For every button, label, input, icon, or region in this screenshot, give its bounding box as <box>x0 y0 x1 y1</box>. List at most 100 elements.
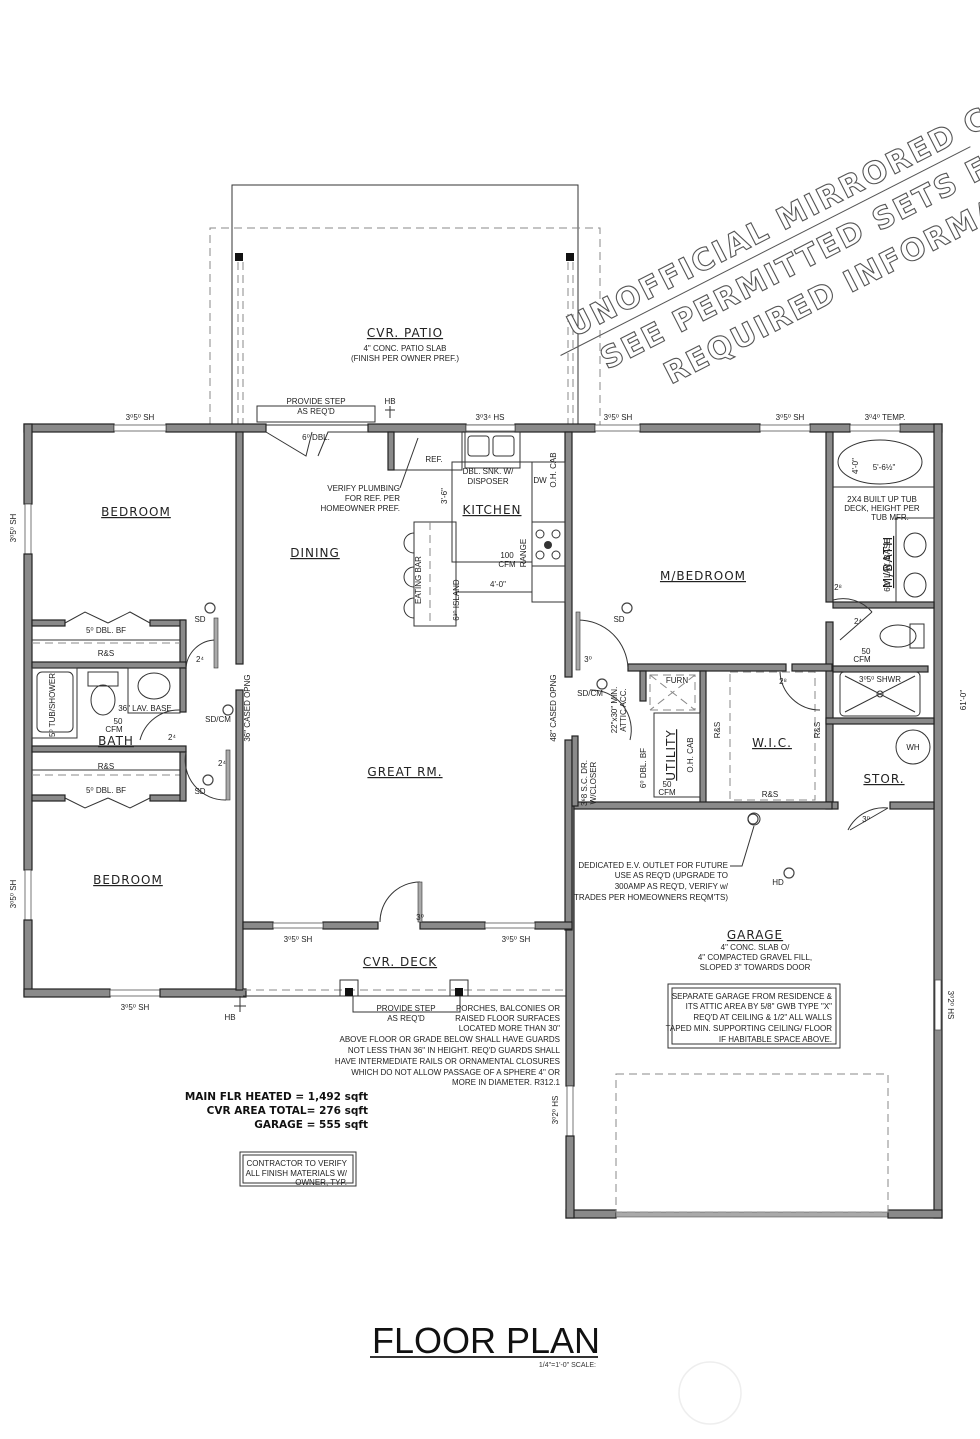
labels: BEDROOM BEDROOM DINING KITCHEN M/BEDROOM… <box>9 413 968 1187</box>
svg-text:OWNER, TYP.: OWNER, TYP. <box>295 1178 347 1187</box>
svg-text:FURN: FURN <box>666 676 688 685</box>
svg-text:50: 50 <box>862 647 871 656</box>
svg-text:R&S: R&S <box>813 722 822 738</box>
svg-text:5'-6½": 5'-6½" <box>873 463 896 472</box>
svg-text:R&S: R&S <box>713 722 722 738</box>
svg-text:(FINISH PER OWNER PREF.): (FINISH PER OWNER PREF.) <box>351 354 459 363</box>
covered-patio: CVR. PATIO 4" CONC. PATIO SLAB (FINISH P… <box>209 184 601 426</box>
svg-text:300AMP AS REQ'D, VERIFY w/: 300AMP AS REQ'D, VERIFY w/ <box>615 882 729 891</box>
svg-text:6³⁰ ISLAND: 6³⁰ ISLAND <box>452 579 461 621</box>
svg-text:ABOVE FLOOR OR GRADE BELOW SHA: ABOVE FLOOR OR GRADE BELOW SHALL HAVE GU… <box>340 1035 561 1044</box>
svg-text:5⁰ DBL. BF: 5⁰ DBL. BF <box>86 626 126 635</box>
svg-text:CFM: CFM <box>105 725 123 734</box>
svg-text:WH: WH <box>906 743 920 752</box>
watermark: UNOFFICIAL MIRRORED COPY SEE PERMITTED S… <box>560 66 980 392</box>
svg-text:2⁴: 2⁴ <box>854 617 862 626</box>
room-label-bedroom-1: BEDROOM <box>101 505 171 519</box>
room-label-stor: STOR. <box>863 772 904 786</box>
svg-text:R&S: R&S <box>762 790 778 799</box>
room-label-kitchen: KITCHEN <box>463 503 522 517</box>
svg-text:R&S: R&S <box>98 649 114 658</box>
room-label-wic: W.I.C. <box>752 736 792 750</box>
svg-text:4" CONC. PATIO SLAB: 4" CONC. PATIO SLAB <box>363 344 446 353</box>
svg-text:LOCATED MORE THAN 30": LOCATED MORE THAN 30" <box>459 1024 560 1033</box>
svg-text:SD/CM: SD/CM <box>577 689 603 698</box>
svg-text:HB: HB <box>224 1013 235 1022</box>
svg-text:USE AS REQ'D (UPGRADE TO: USE AS REQ'D (UPGRADE TO <box>615 871 728 880</box>
svg-text:EATING BAR: EATING BAR <box>414 556 423 604</box>
room-label-dining: DINING <box>290 546 340 560</box>
svg-text:HB: HB <box>384 397 395 406</box>
garage-door-outline <box>615 1073 889 1213</box>
svg-text:6⁰ DBL. BF: 6⁰ DBL. BF <box>639 748 648 788</box>
svg-text:2⁸: 2⁸ <box>834 583 842 592</box>
svg-text:3⁰5⁰ SH: 3⁰5⁰ SH <box>126 413 155 422</box>
svg-text:RAISED FLOOR SURFACES: RAISED FLOOR SURFACES <box>455 1014 560 1023</box>
area-garage: GARAGE = 555 sqft <box>254 1119 368 1131</box>
svg-text:3⁰5⁰ SH: 3⁰5⁰ SH <box>284 935 313 944</box>
svg-text:36" LAV. BASE: 36" LAV. BASE <box>118 704 172 713</box>
room-label-utility: UTILITY <box>664 729 678 781</box>
svg-text:36" CASED OPNG: 36" CASED OPNG <box>243 674 252 741</box>
svg-text:O.H. CAB: O.H. CAB <box>549 452 558 487</box>
svg-text:5⁰ DBL. BF: 5⁰ DBL. BF <box>86 786 126 795</box>
svg-text:AS REQ'D: AS REQ'D <box>387 1014 425 1023</box>
svg-text:DEDICATED E.V. OUTLET FOR FUTU: DEDICATED E.V. OUTLET FOR FUTURE <box>578 861 728 870</box>
svg-text:RANGE: RANGE <box>519 539 528 567</box>
svg-text:6⁰ DBL.: 6⁰ DBL. <box>302 433 330 442</box>
area-main-floor: MAIN FLR HEATED = 1,492 sqft <box>185 1091 368 1103</box>
svg-text:SD: SD <box>194 615 205 624</box>
plan-scale: 1/4"=1'-0" SCALE: <box>539 1362 596 1369</box>
svg-text:3⁰: 3⁰ <box>416 913 424 922</box>
svg-text:DBL. SNK. W/: DBL. SNK. W/ <box>463 467 514 476</box>
svg-text:4" COMPACTED GRAVEL FILL,: 4" COMPACTED GRAVEL FILL, <box>698 953 812 962</box>
svg-text:3⁰5⁰ SHWR: 3⁰5⁰ SHWR <box>859 675 901 684</box>
svg-text:3⁰5⁰ SH: 3⁰5⁰ SH <box>604 413 633 422</box>
svg-text:2⁴: 2⁴ <box>168 733 176 742</box>
svg-text:TAPED MIN. SUPPORTING CEILING/: TAPED MIN. SUPPORTING CEILING/ FLOOR <box>666 1024 833 1033</box>
area-covered: CVR AREA TOTAL= 276 sqft <box>207 1105 368 1117</box>
svg-text:PROVIDE STEP: PROVIDE STEP <box>286 397 345 406</box>
svg-text:O.H. CAB: O.H. CAB <box>686 737 695 772</box>
svg-text:SD: SD <box>613 615 624 624</box>
title-block: FLOOR PLAN 1/4"=1'-0" SCALE: <box>370 1320 600 1369</box>
svg-text:CONTRACTOR TO VERIFY: CONTRACTOR TO VERIFY <box>247 1159 348 1168</box>
svg-text:3⁰5⁰ SH: 3⁰5⁰ SH <box>776 413 805 422</box>
svg-text:4'-0": 4'-0" <box>851 458 860 474</box>
svg-text:ITS ATTIC AREA BY 5/8" GWB TYP: ITS ATTIC AREA BY 5/8" GWB TYPE "X" <box>686 1002 833 1011</box>
room-label-bath: BATH <box>98 734 134 748</box>
svg-text:2⁸: 2⁸ <box>779 677 787 686</box>
svg-text:4'-0": 4'-0" <box>490 580 506 589</box>
covered-deck <box>234 979 566 1013</box>
svg-text:W/CLOSER: W/CLOSER <box>589 761 598 804</box>
svg-text:3⁰: 3⁰ <box>584 655 592 664</box>
svg-text:3⁰3⁴ HS: 3⁰3⁴ HS <box>476 413 505 422</box>
svg-text:TRADES PER HOMEOWNERS REQM'TS): TRADES PER HOMEOWNERS REQM'TS) <box>574 893 728 902</box>
svg-text:TUB MFR.: TUB MFR. <box>871 513 909 522</box>
svg-text:ALL FINISH MATERIALS W/: ALL FINISH MATERIALS W/ <box>246 1169 348 1178</box>
svg-text:60" LAV. BASE: 60" LAV. BASE <box>883 538 892 592</box>
svg-text:DISPOSER: DISPOSER <box>467 477 509 486</box>
svg-text:REF.: REF. <box>425 455 442 464</box>
room-label-m-bedroom: M/BEDROOM <box>660 569 746 583</box>
svg-text:3⁰2⁰ HS: 3⁰2⁰ HS <box>551 1096 560 1125</box>
svg-text:VERIFY PLUMBING: VERIFY PLUMBING <box>327 484 400 493</box>
svg-text:2⁴: 2⁴ <box>218 759 226 768</box>
room-label-great-rm: GREAT RM. <box>367 765 442 779</box>
smoke-detectors <box>202 602 795 879</box>
svg-text:3⁰: 3⁰ <box>862 815 870 824</box>
svg-text:3⁰5⁰ SH: 3⁰5⁰ SH <box>502 935 531 944</box>
svg-text:50: 50 <box>663 780 672 789</box>
svg-text:REQ'D AT CEILING & 1/2" ALL WA: REQ'D AT CEILING & 1/2" ALL WALLS <box>693 1013 832 1022</box>
svg-text:HOMEOWNER PREF.: HOMEOWNER PREF. <box>320 504 400 513</box>
room-label-cvr-patio: CVR. PATIO <box>367 326 443 340</box>
room-label-m-bath: M/BATH <box>881 536 895 588</box>
svg-text:3'-6": 3'-6" <box>440 488 449 504</box>
svg-text:3⁰5⁰ SH: 3⁰5⁰ SH <box>121 1003 150 1012</box>
svg-text:SEPARATE GARAGE FROM RESIDENCE: SEPARATE GARAGE FROM RESIDENCE & <box>672 992 833 1001</box>
room-label-cvr-deck: CVR. DECK <box>363 955 437 969</box>
exterior-walls <box>23 423 943 1219</box>
svg-text:SLOPED 3" TOWARDS DOOR: SLOPED 3" TOWARDS DOOR <box>700 963 811 972</box>
room-label-garage: GARAGE <box>727 928 783 942</box>
